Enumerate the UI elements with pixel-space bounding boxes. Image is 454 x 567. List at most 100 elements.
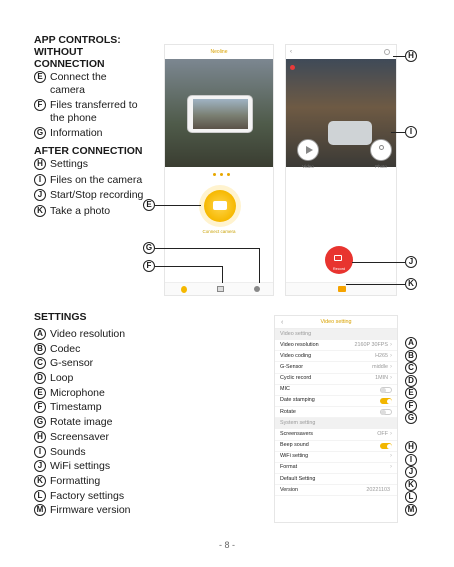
callout-e: E bbox=[143, 199, 155, 211]
row-label: G-Sensor bbox=[280, 363, 304, 370]
legend-text: Screensaver bbox=[50, 430, 109, 443]
carousel-dot[interactable] bbox=[213, 173, 216, 176]
beep-sound-toggle[interactable] bbox=[380, 442, 392, 449]
carousel-dot[interactable] bbox=[227, 173, 230, 176]
photo-files-button[interactable] bbox=[370, 139, 392, 161]
legend-text: Formatting bbox=[50, 474, 101, 487]
play-icon bbox=[306, 146, 313, 154]
callout-h: H bbox=[405, 50, 417, 62]
row-label: Screensavers bbox=[280, 430, 313, 437]
row-g-sensor[interactable]: G-Sensor middle› bbox=[275, 362, 397, 374]
legend-item: F Files transferred to the phone bbox=[34, 99, 144, 124]
leader-line bbox=[391, 132, 405, 133]
legend-text: Factory settings bbox=[50, 489, 125, 502]
badge-e: E bbox=[34, 71, 46, 83]
badge-i: I bbox=[34, 445, 46, 458]
phone-mockup bbox=[187, 95, 253, 133]
badge-k: K bbox=[34, 204, 46, 217]
back-arrow-icon[interactable]: ‹ bbox=[290, 49, 292, 55]
row-label: Video coding bbox=[280, 352, 312, 359]
connect-camera-button[interactable] bbox=[204, 190, 236, 222]
photo-camera-icon[interactable] bbox=[338, 286, 346, 292]
lightbulb-icon[interactable] bbox=[181, 286, 187, 293]
record-button[interactable] bbox=[325, 246, 353, 274]
callout-b: B bbox=[405, 349, 417, 362]
row-value: 1MIN bbox=[375, 375, 388, 382]
badge-h: H bbox=[34, 430, 46, 443]
row-label: Date stamping bbox=[280, 397, 315, 404]
callout-d: D bbox=[405, 374, 417, 387]
row-wifi-setting[interactable]: WiFi setting› bbox=[275, 452, 397, 463]
legend-text: Microphone bbox=[50, 386, 105, 399]
rotate-toggle[interactable] bbox=[380, 409, 392, 416]
chevron-right-icon: › bbox=[390, 363, 392, 370]
legend-text: Firmware version bbox=[50, 504, 131, 517]
live-car-image bbox=[328, 121, 372, 145]
group-system-setting: System setting bbox=[275, 418, 397, 430]
user-icon[interactable] bbox=[254, 286, 260, 292]
row-value: middle bbox=[372, 363, 388, 370]
date-stamping-toggle[interactable] bbox=[380, 398, 392, 405]
leader-line bbox=[222, 266, 223, 283]
record-label: Record bbox=[332, 267, 346, 271]
legend-text: Settings bbox=[50, 158, 88, 170]
leader-line bbox=[352, 262, 405, 263]
badge-b: B bbox=[34, 342, 46, 355]
mic-toggle[interactable] bbox=[380, 386, 392, 393]
settings-heading: SETTINGS bbox=[34, 311, 87, 323]
callout-i: I bbox=[405, 126, 417, 138]
legend-text: Files transferred to the phone bbox=[50, 99, 138, 124]
row-label: Beep sound bbox=[280, 442, 309, 448]
carousel-dot[interactable] bbox=[220, 173, 223, 176]
callout-a: A bbox=[405, 337, 417, 349]
legend-item: B Codec bbox=[34, 342, 164, 356]
row-label: MIC bbox=[280, 386, 290, 393]
back-chevron-icon[interactable]: ‹ bbox=[281, 319, 284, 326]
leader-line bbox=[346, 284, 405, 285]
legend-text: Files on the camera bbox=[50, 173, 143, 186]
carousel-dots[interactable] bbox=[213, 173, 230, 176]
row-value: H265 bbox=[375, 352, 388, 359]
row-format[interactable]: Format› bbox=[275, 463, 397, 475]
video-files-button[interactable] bbox=[297, 139, 319, 161]
top-bar: ‹ bbox=[286, 45, 396, 59]
callout-k: K bbox=[405, 278, 417, 290]
row-default-setting[interactable]: Default Setting bbox=[275, 474, 397, 486]
row-label: Rotate bbox=[280, 408, 296, 415]
legend-text: Codec bbox=[50, 342, 81, 355]
leader-line bbox=[393, 56, 405, 57]
group-video-setting: Video setting bbox=[275, 329, 397, 340]
callout-g: G bbox=[143, 242, 155, 254]
callout-k: K bbox=[405, 478, 417, 491]
mockup-road-image bbox=[193, 99, 248, 129]
settings-title: Video setting bbox=[320, 319, 352, 325]
settings-gear-icon[interactable] bbox=[384, 49, 390, 55]
badge-i: I bbox=[34, 173, 46, 186]
chevron-right-icon: › bbox=[390, 464, 392, 471]
chevron-right-icon: › bbox=[390, 375, 392, 382]
legend-text: Take a photo bbox=[50, 204, 111, 217]
callout-j: J bbox=[405, 466, 417, 478]
gallery-icon[interactable] bbox=[217, 286, 224, 292]
video-label: Video bbox=[302, 164, 314, 169]
chevron-right-icon: › bbox=[390, 341, 392, 348]
badge-f: F bbox=[34, 99, 46, 111]
row-beep-sound: Beep sound bbox=[275, 441, 397, 452]
after-connection-heading: AFTER CONNECTION bbox=[34, 145, 143, 157]
callout-f: F bbox=[405, 399, 417, 412]
